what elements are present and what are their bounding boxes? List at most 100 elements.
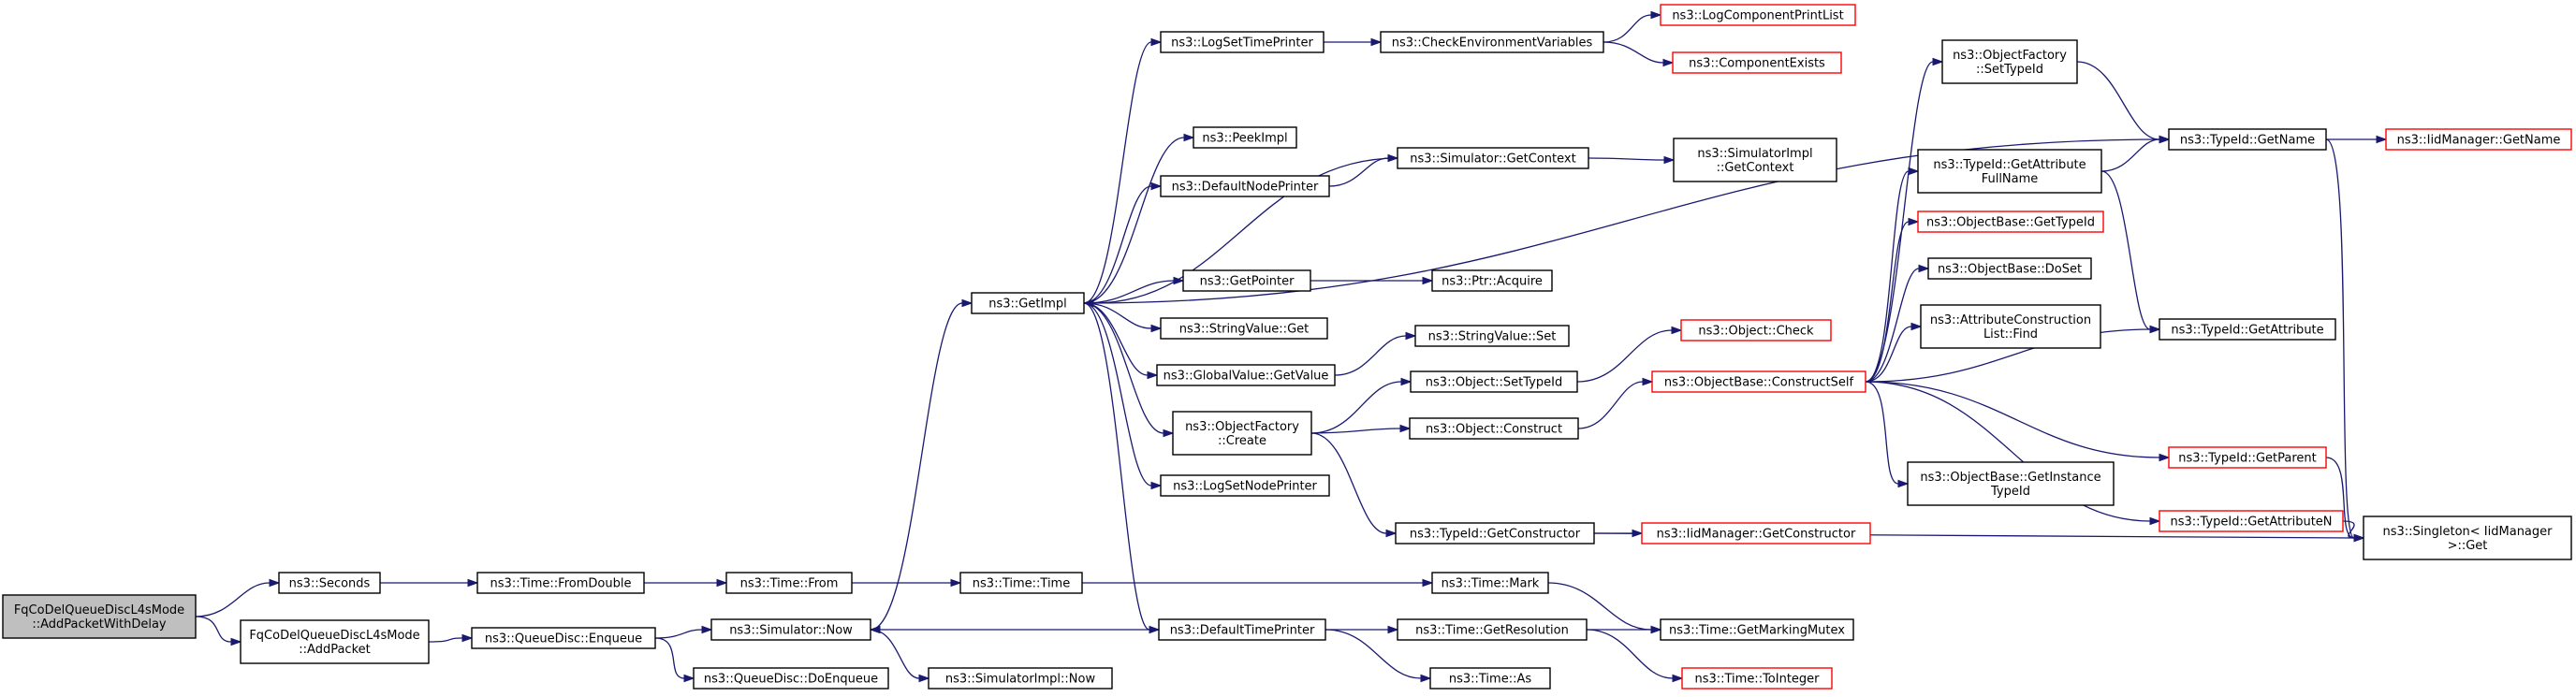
node-timefrom[interactable]: ns3::Time::From [725, 572, 853, 594]
node-getmarkingmutex[interactable]: ns3::Time::GetMarkingMutex [1660, 618, 1854, 641]
node-defaultnodeprinter[interactable]: ns3::DefaultNodePrinter [1160, 175, 1330, 197]
node-logsettimeprinter[interactable]: ns3::LogSetTimePrinter [1160, 31, 1325, 53]
node-box [1431, 572, 1549, 594]
arrowhead-icon [461, 633, 474, 643]
node-box [1917, 149, 2102, 194]
edge-constructself-to-objectfactorysettypeid [1865, 61, 1934, 383]
node-componentexists[interactable]: ns3::ComponentExists [1672, 51, 1842, 74]
node-timegetresolution[interactable]: ns3::Time::GetResolution [1397, 618, 1588, 641]
node-objectsettypeid[interactable]: ns3::Object::SetTypeId [1410, 370, 1578, 393]
node-label: ns3::LogComponentPrintList [1672, 9, 1843, 23]
node-box [2159, 318, 2336, 341]
node-label: ns3::QueueDisc::DoEnqueue [704, 673, 878, 687]
node-label: ns3::Object::Construct [1426, 423, 1562, 437]
arrowhead-icon [1150, 481, 1163, 490]
node-globalvaluegetvalue[interactable]: ns3::GlobalValue::GetValue [1156, 364, 1336, 386]
edge-getimpl-to-peekimpl [1083, 137, 1185, 304]
node-objectbasedoset[interactable]: ns3::ObjectBase::DoSet [1927, 257, 2092, 280]
node-label: ns3::ObjectBase::GetInstance [1920, 471, 2100, 485]
node-objectbasegettypeid[interactable]: ns3::ObjectBase::GetTypeId [1917, 211, 2104, 233]
node-stringvalueget[interactable]: ns3::StringValue::Get [1160, 317, 1328, 340]
arrowhead-icon [1662, 58, 1675, 67]
node-box [1193, 126, 1297, 149]
node-objectfactorycreate[interactable]: ns3::ObjectFactory::Create [1172, 411, 1312, 456]
arrowhead-icon [1399, 424, 1412, 433]
node-getpointer[interactable]: ns3::GetPointer [1182, 269, 1311, 292]
node-box [1680, 319, 1832, 341]
node-typeidgetparent[interactable]: ns3::TypeId::GetParent [2168, 446, 2327, 469]
node-timeas[interactable]: ns3::Time::As [1429, 667, 1551, 690]
node-getimpl[interactable]: ns3::GetImpl [971, 292, 1085, 314]
edge-constructself-to-typeidgetattribute [1865, 328, 2151, 383]
arrowhead-icon [1422, 578, 1434, 588]
arrowhead-icon [1908, 217, 1920, 226]
node-addpacket[interactable]: FqCoDelQueueDiscL4sMode::AddPacket [240, 619, 430, 664]
node-timemark[interactable]: ns3::Time::Mark [1431, 572, 1549, 594]
node-logcomponentprintlist[interactable]: ns3::LogComponentPrintList [1660, 4, 1856, 26]
node-root[interactable]: FqCoDelQueueDiscL4sMode::AddPacketWithDe… [2, 594, 197, 639]
node-box [971, 292, 1085, 314]
arrowhead-icon [1405, 331, 1417, 341]
node-objectcheck[interactable]: ns3::Object::Check [1680, 319, 1832, 341]
node-typeidgetconstructor[interactable]: ns3::TypeId::GetConstructor [1395, 522, 1595, 545]
node-singletonget[interactable]: ns3::Singleton< IidManager >::Get [2363, 515, 2572, 560]
node-label: ns3::Time::From [740, 577, 839, 591]
node-seconds[interactable]: ns3::Seconds [278, 572, 381, 594]
node-box [725, 572, 853, 594]
node-simimplnow[interactable]: ns3::SimulatorImpl::Now [928, 667, 1113, 690]
node-label: ns3::TypeId::GetAttribute [1933, 158, 2086, 172]
node-simnow[interactable]: ns3::Simulator::Now [710, 618, 871, 641]
node-defaulttimeprinter[interactable]: ns3::DefaultTimePrinter [1158, 618, 1326, 641]
node-label: ::AddPacket [299, 643, 370, 657]
node-ptracquire[interactable]: ns3::Ptr::Acquire [1431, 269, 1553, 292]
edge-simgetcontext-to-getimpl [1092, 157, 1398, 304]
node-typeidgetattributen[interactable]: ns3::TypeId::GetAttributeN [2159, 510, 2344, 532]
node-box [1672, 51, 1842, 74]
node-box [278, 572, 381, 594]
node-label: ns3::IidManager::GetName [2397, 134, 2561, 148]
node-box [1158, 618, 1326, 641]
node-checkenv[interactable]: ns3::CheckEnvironmentVariables [1380, 31, 1604, 53]
node-objectconstruct[interactable]: ns3::Object::Construct [1409, 417, 1579, 440]
node-label: ::SetTypeId [1976, 63, 2043, 77]
arrowhead-icon [1147, 370, 1159, 380]
node-enqueue[interactable]: ns3::QueueDisc::Enqueue [471, 627, 656, 649]
node-box [1395, 522, 1595, 545]
node-logsetnodeprinter[interactable]: ns3::LogSetNodePrinter [1160, 474, 1330, 497]
node-doenqueue[interactable]: ns3::QueueDisc::DoEnqueue [693, 667, 889, 690]
node-stringvalueset[interactable]: ns3::StringValue::Set [1414, 325, 1570, 347]
node-label: ns3::Ptr::Acquire [1442, 275, 1543, 289]
node-typeidgetattribute[interactable]: ns3::TypeId::GetAttribute [2159, 318, 2336, 341]
node-box [1429, 667, 1551, 690]
edge-getimpl-to-defaulttimeprinter [1083, 302, 1150, 631]
node-box [710, 618, 871, 641]
node-label: ns3::PeekImpl [1202, 132, 1287, 146]
node-objectfactorysettypeid[interactable]: ns3::ObjectFactory::SetTypeId [1941, 39, 2078, 84]
edge-getattributefullname-to-typeidgetattribute [2100, 170, 2151, 330]
node-box [1660, 4, 1856, 26]
node-label: FqCoDelQueueDiscL4sMode [14, 603, 184, 617]
node-tointeger[interactable]: ns3::Time::ToInteger [1681, 667, 1833, 690]
node-constructself[interactable]: ns3::ObjectBase::ConstructSelf [1651, 370, 1866, 393]
node-peekimpl[interactable]: ns3::PeekImpl [1193, 126, 1297, 149]
node-simimplgetcontext[interactable]: ns3::SimulatorImpl::GetContext [1673, 138, 1837, 182]
node-box [1160, 474, 1330, 497]
node-timetime[interactable]: ns3::Time::Time [959, 572, 1083, 594]
arrowhead-icon [1370, 37, 1383, 47]
node-fromdouble[interactable]: ns3::Time::FromDouble [476, 572, 645, 594]
node-iidgetname[interactable]: ns3::IidManager::GetName [2385, 128, 2572, 151]
node-typeidgetname[interactable]: ns3::TypeId::GetName [2168, 128, 2327, 151]
edge-constructself-to-getattributefullname [1865, 170, 1910, 383]
node-label: ns3::ObjectFactory [1953, 49, 2067, 63]
node-label: ns3::TypeId::GetName [2180, 134, 2315, 148]
node-box [1160, 31, 1325, 53]
node-label: ns3::GlobalValue::GetValue [1164, 370, 1329, 384]
node-simgetcontext[interactable]: ns3::Simulator::GetContext [1397, 147, 1589, 169]
node-iidgetconstructor[interactable]: ns3::IidManager::GetConstructor [1641, 522, 1871, 545]
arrowhead-icon [1420, 674, 1432, 683]
arrowhead-icon [1163, 428, 1175, 438]
edge-constructself-to-getinstancetypeid [1865, 381, 1899, 485]
